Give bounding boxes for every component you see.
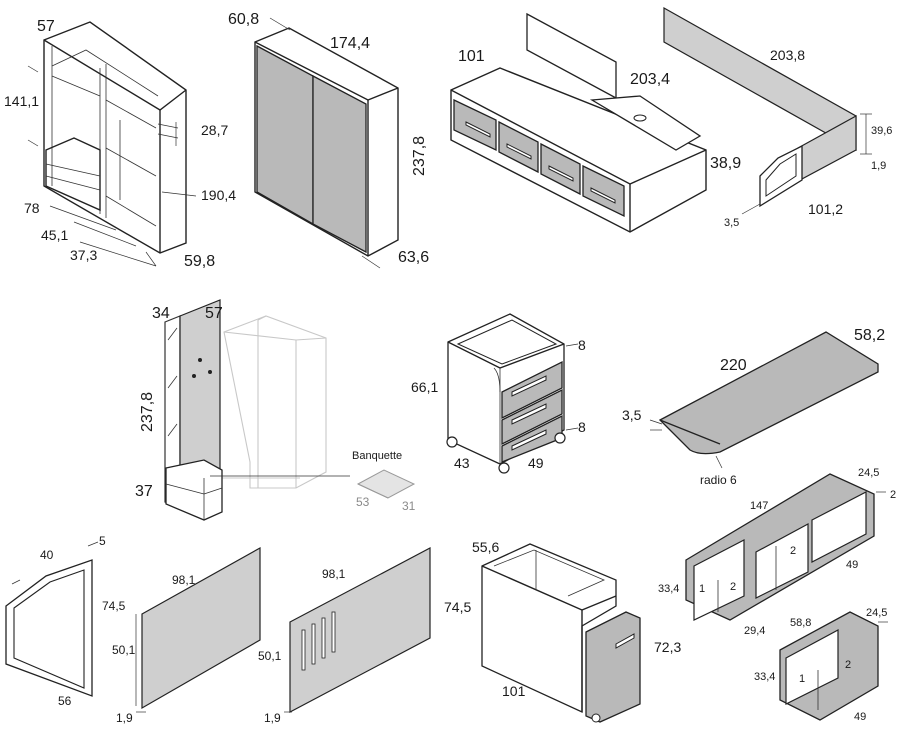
small-shelf-length: 58,8 xyxy=(790,617,811,629)
frame-side: 5 xyxy=(99,534,106,548)
tv-unit-side: 2 xyxy=(890,489,896,501)
drawer-unit-height: 66,1 xyxy=(411,379,438,395)
bed-rail-width: 101,2 xyxy=(808,201,843,217)
bench-depth: 31 xyxy=(402,499,416,513)
desk-cabinet-depth: 55,6 xyxy=(472,539,499,555)
desk-cabinet-door: 72,3 xyxy=(654,639,681,655)
bench-label: Banquette xyxy=(352,450,402,462)
corner-unit-width: 57 xyxy=(205,305,223,322)
panel-slotted-width: 98,1 xyxy=(322,567,346,581)
drawer-unit-top-gap: 8 xyxy=(578,337,586,353)
bed-rail-side: 3,5 xyxy=(724,217,739,229)
small-shelf-compartment-2: 2 xyxy=(845,659,851,671)
small-shelf-drawing xyxy=(779,611,888,721)
desk-cabinet-drawing xyxy=(481,543,641,723)
frame-drawing xyxy=(5,541,99,697)
bed-rail-height: 39,6 xyxy=(871,125,892,137)
bed-rail-drawing xyxy=(663,6,872,215)
bed-length: 203,4 xyxy=(630,71,670,88)
tv-unit-height: 33,4 xyxy=(658,583,679,595)
wardrobe-open-depth-total: 59,8 xyxy=(184,253,215,270)
wardrobe-sliding-height: 237,8 xyxy=(411,136,428,176)
corner-unit-depth: 34 xyxy=(152,305,170,322)
desk-top-depth: 58,2 xyxy=(854,327,885,344)
frame-width: 40 xyxy=(40,548,54,562)
wardrobe-open-depth-c: 37,3 xyxy=(70,247,97,263)
drawer-unit-depth: 49 xyxy=(528,455,544,471)
bed-drawing xyxy=(450,12,707,233)
frame-bottom: 56 xyxy=(58,694,72,708)
panel-plain-full-height: 74,5 xyxy=(102,599,126,613)
corner-unit-drawing xyxy=(164,299,416,521)
drawer-unit-bottom-gap: 8 xyxy=(578,419,586,435)
bed-rail-length: 203,8 xyxy=(770,47,805,63)
wardrobe-open-total-height: 190,4 xyxy=(201,187,236,203)
tv-unit-drawing xyxy=(685,473,886,621)
wardrobe-sliding-base: 63,6 xyxy=(398,249,429,266)
desk-top-radius: radio 6 xyxy=(700,473,737,487)
wardrobe-open-top: 57 xyxy=(37,18,55,35)
bed-width: 101 xyxy=(458,48,485,65)
tv-unit-inner: 29,4 xyxy=(744,625,765,637)
tv-unit-compartment-2b: 2 xyxy=(790,545,796,557)
wardrobe-open-depth-a: 78 xyxy=(24,200,40,216)
desk-cabinet-width: 101 xyxy=(502,683,526,699)
bench-width: 53 xyxy=(356,495,370,509)
small-shelf-depth: 49 xyxy=(854,711,866,723)
drawer-unit-drawing xyxy=(446,313,579,474)
panel-plain-thickness: 1,9 xyxy=(116,711,133,725)
wardrobe-open-depth-b: 45,1 xyxy=(41,227,68,243)
desk-top-drawing xyxy=(649,331,879,469)
panel-plain-width: 98,1 xyxy=(172,573,196,587)
wardrobe-open-drawing xyxy=(27,21,197,267)
bed-height: 38,9 xyxy=(710,155,741,172)
tv-unit-depth: 49 xyxy=(846,559,858,571)
desk-cabinet-height: 74,5 xyxy=(444,599,471,615)
desk-top-thickness: 3,5 xyxy=(622,407,642,423)
small-shelf-compartment-1: 1 xyxy=(799,673,805,685)
corner-unit-height: 237,8 xyxy=(139,392,156,432)
wardrobe-open-shelf-gap: 28,7 xyxy=(201,122,228,138)
corner-unit-base: 37 xyxy=(135,483,153,500)
drawer-unit-width: 43 xyxy=(454,455,470,471)
small-shelf-height: 33,4 xyxy=(754,671,775,683)
panel-plain-drawing xyxy=(135,546,261,713)
panel-slotted-drawing xyxy=(284,547,431,713)
tv-unit-compartment-1: 1 xyxy=(699,583,705,595)
panel-slotted-height: 50,1 xyxy=(258,649,282,663)
panel-slotted-thickness: 1,9 xyxy=(264,711,281,725)
desk-top-length: 220 xyxy=(720,357,747,374)
small-shelf-top: 24,5 xyxy=(866,607,887,619)
wardrobe-sliding-width: 174,4 xyxy=(330,35,370,52)
tv-unit-compartment-2a: 2 xyxy=(730,581,736,593)
wardrobe-open-left-height: 141,1 xyxy=(4,93,39,109)
tv-unit-length: 147 xyxy=(750,500,768,512)
panel-plain-height: 50,1 xyxy=(112,643,136,657)
wardrobe-sliding-drawing xyxy=(254,17,399,269)
tv-unit-top: 24,5 xyxy=(858,467,879,479)
wardrobe-sliding-depth: 60,8 xyxy=(228,11,259,28)
bed-rail-thickness: 1,9 xyxy=(871,160,886,172)
